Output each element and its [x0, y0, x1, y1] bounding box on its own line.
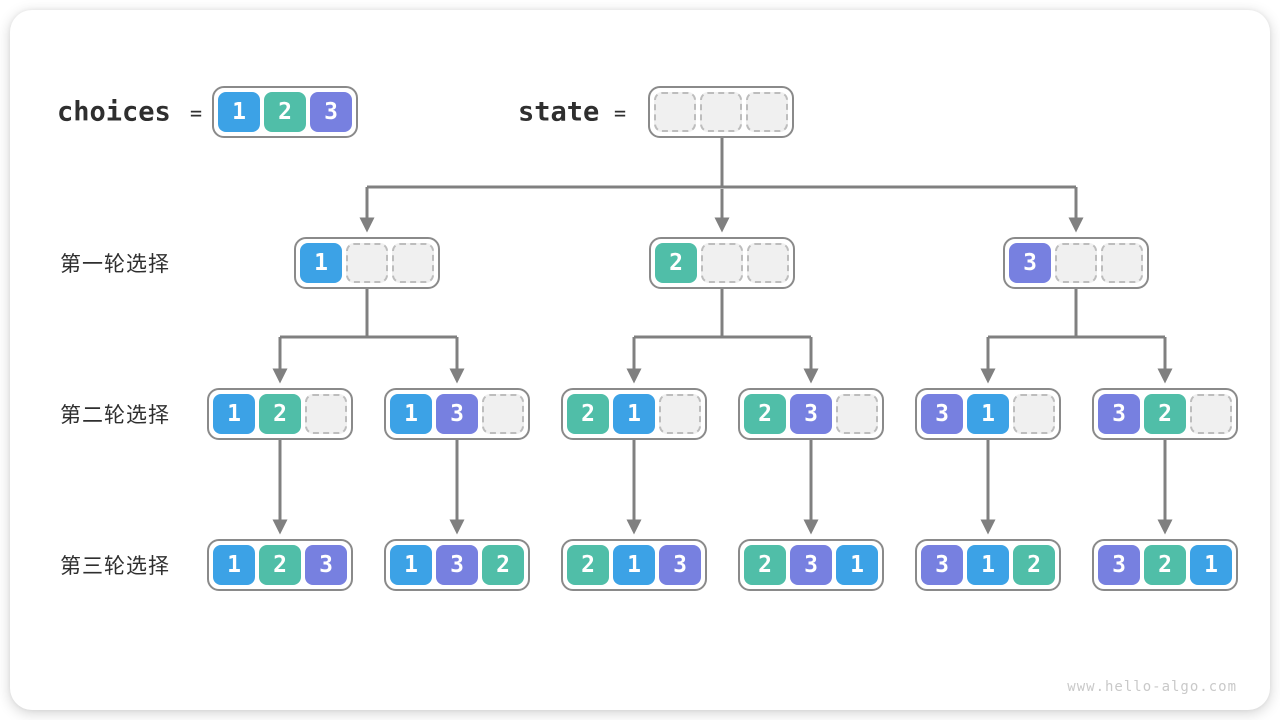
- cell-value-3: 3: [436, 545, 478, 585]
- cell-value-2: 2: [259, 394, 301, 434]
- cell-value-3: 3: [659, 545, 701, 585]
- cell-value-1: 1: [390, 394, 432, 434]
- cell-value-2: 2: [744, 394, 786, 434]
- cell-value-3: 3: [921, 394, 963, 434]
- cell-value-3: 3: [1098, 394, 1140, 434]
- row-label-round-3: 第三轮选择: [60, 555, 170, 578]
- cell-value-2: 2: [744, 545, 786, 585]
- state-box-round1-2: 2: [649, 237, 795, 289]
- empty-cell: [701, 243, 743, 283]
- empty-cell: [836, 394, 878, 434]
- watermark: www.hello-algo.com: [1067, 679, 1237, 695]
- cell-value-1: 1: [218, 92, 260, 132]
- row-label-round-2: 第二轮选择: [60, 404, 170, 427]
- cell-value-1: 1: [613, 545, 655, 585]
- state-box-round1-3: 3: [1003, 237, 1149, 289]
- cell-value-3: 3: [1009, 243, 1051, 283]
- empty-cell: [392, 243, 434, 283]
- empty-cell: [1190, 394, 1232, 434]
- cell-value-1: 1: [213, 394, 255, 434]
- cell-value-2: 2: [567, 545, 609, 585]
- cell-value-2: 2: [1144, 545, 1186, 585]
- state-label: state: [518, 96, 600, 128]
- cell-value-2: 2: [264, 92, 306, 132]
- choices-label: choices: [57, 96, 171, 128]
- empty-cell: [1101, 243, 1143, 283]
- cell-value-1: 1: [1190, 545, 1232, 585]
- cell-value-1: 1: [836, 545, 878, 585]
- empty-cell: [1055, 243, 1097, 283]
- cell-value-2: 2: [567, 394, 609, 434]
- cell-value-1: 1: [967, 545, 1009, 585]
- cell-value-1: 1: [613, 394, 655, 434]
- cell-value-1: 1: [213, 545, 255, 585]
- cell-value-2: 2: [1013, 545, 1055, 585]
- empty-cell: [746, 92, 788, 132]
- row-label-round-1: 第一轮选择: [60, 253, 170, 276]
- empty-cell: [1013, 394, 1055, 434]
- cell-value-2: 2: [259, 545, 301, 585]
- cell-value-1: 1: [390, 545, 432, 585]
- empty-cell: [654, 92, 696, 132]
- cell-value-3: 3: [790, 394, 832, 434]
- cell-value-3: 3: [305, 545, 347, 585]
- empty-cell: [305, 394, 347, 434]
- empty-cell: [659, 394, 701, 434]
- cell-value-3: 3: [921, 545, 963, 585]
- cell-value-1: 1: [300, 243, 342, 283]
- state-equals-sign: =: [614, 101, 627, 125]
- cell-value-3: 3: [790, 545, 832, 585]
- cell-value-3: 3: [436, 394, 478, 434]
- empty-cell: [346, 243, 388, 283]
- cell-value-2: 2: [655, 243, 697, 283]
- cell-value-3: 3: [310, 92, 352, 132]
- empty-cell: [747, 243, 789, 283]
- cell-value-2: 2: [482, 545, 524, 585]
- empty-cell: [482, 394, 524, 434]
- state-box-root: [648, 86, 794, 138]
- choices-equals-sign: =: [190, 101, 203, 125]
- cell-value-1: 1: [967, 394, 1009, 434]
- cell-value-3: 3: [1098, 545, 1140, 585]
- state-box-round1-1: 1: [294, 237, 440, 289]
- empty-cell: [700, 92, 742, 132]
- cell-value-2: 2: [1144, 394, 1186, 434]
